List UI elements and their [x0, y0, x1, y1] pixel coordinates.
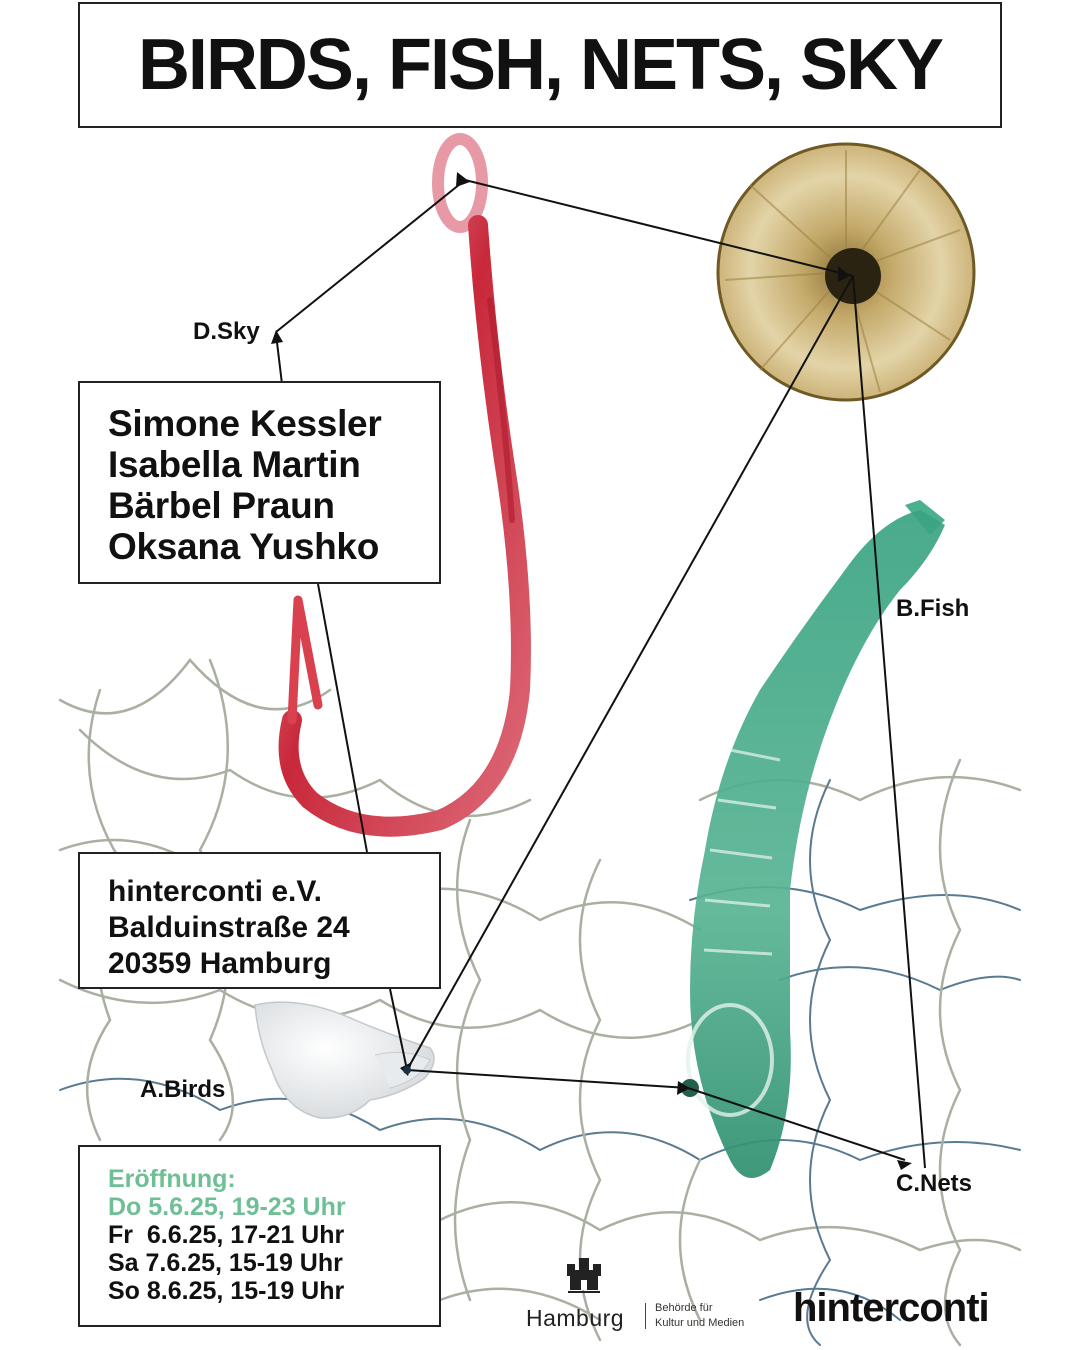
schedule-day: Fr 6.6.25, 17-21 Uhr — [108, 1221, 345, 1249]
hamburg-dept-line2: Kultur und Medien — [655, 1317, 745, 1329]
venue-street: Balduinstraße 24 — [108, 911, 350, 944]
artists-box: Simone Kessler Isabella Martin Bärbel Pr… — [78, 381, 441, 584]
red-fishhook-image — [278, 133, 531, 837]
artist-name: Oksana Yushko — [108, 526, 379, 567]
venue-name: hinterconti e.V. — [108, 875, 322, 908]
hamburg-logo-divider — [645, 1303, 646, 1329]
hamburg-dept-line1: Behörde für — [655, 1302, 713, 1314]
artist-name: Isabella Martin — [108, 444, 361, 485]
artist-name: Simone Kessler — [108, 403, 382, 444]
schedule-day: Sa 7.6.25, 15-19 Uhr — [108, 1249, 343, 1277]
poster-title: BIRDS, FISH, NETS, SKY — [137, 25, 944, 105]
connector-lines — [275, 179, 926, 1169]
hamburg-castle-icon — [567, 1258, 601, 1293]
label-nets: C.Nets — [896, 1170, 973, 1197]
venue-box: hinterconti e.V. Balduinstraße 24 20359 … — [78, 852, 441, 989]
opening-heading: Eröffnung: — [108, 1165, 236, 1193]
white-bird-figurine-image — [254, 1001, 435, 1119]
label-fish: B.Fish — [896, 595, 970, 622]
label-birds: A.Birds — [140, 1076, 226, 1103]
label-sky: D.Sky — [193, 318, 260, 345]
connector-arrowheads — [271, 172, 912, 1170]
connector-node — [403, 1066, 411, 1074]
hamburg-logo-word: Hamburg — [526, 1305, 625, 1331]
schedule-day: So 8.6.25, 15-19 Uhr — [108, 1277, 345, 1305]
green-fish-image — [681, 500, 945, 1178]
golden-disc-image — [716, 142, 976, 402]
opening-date: Do 5.6.25, 19-23 Uhr — [108, 1193, 346, 1221]
hinterconti-logo: hinterconti — [793, 1286, 990, 1330]
title-box: BIRDS, FISH, NETS, SKY — [78, 2, 1002, 128]
schedule-box: Eröffnung: Do 5.6.25, 19-23 Uhr Fr 6.6.2… — [78, 1145, 441, 1327]
artist-name: Bärbel Praun — [108, 485, 335, 526]
venue-city: 20359 Hamburg — [108, 947, 332, 980]
